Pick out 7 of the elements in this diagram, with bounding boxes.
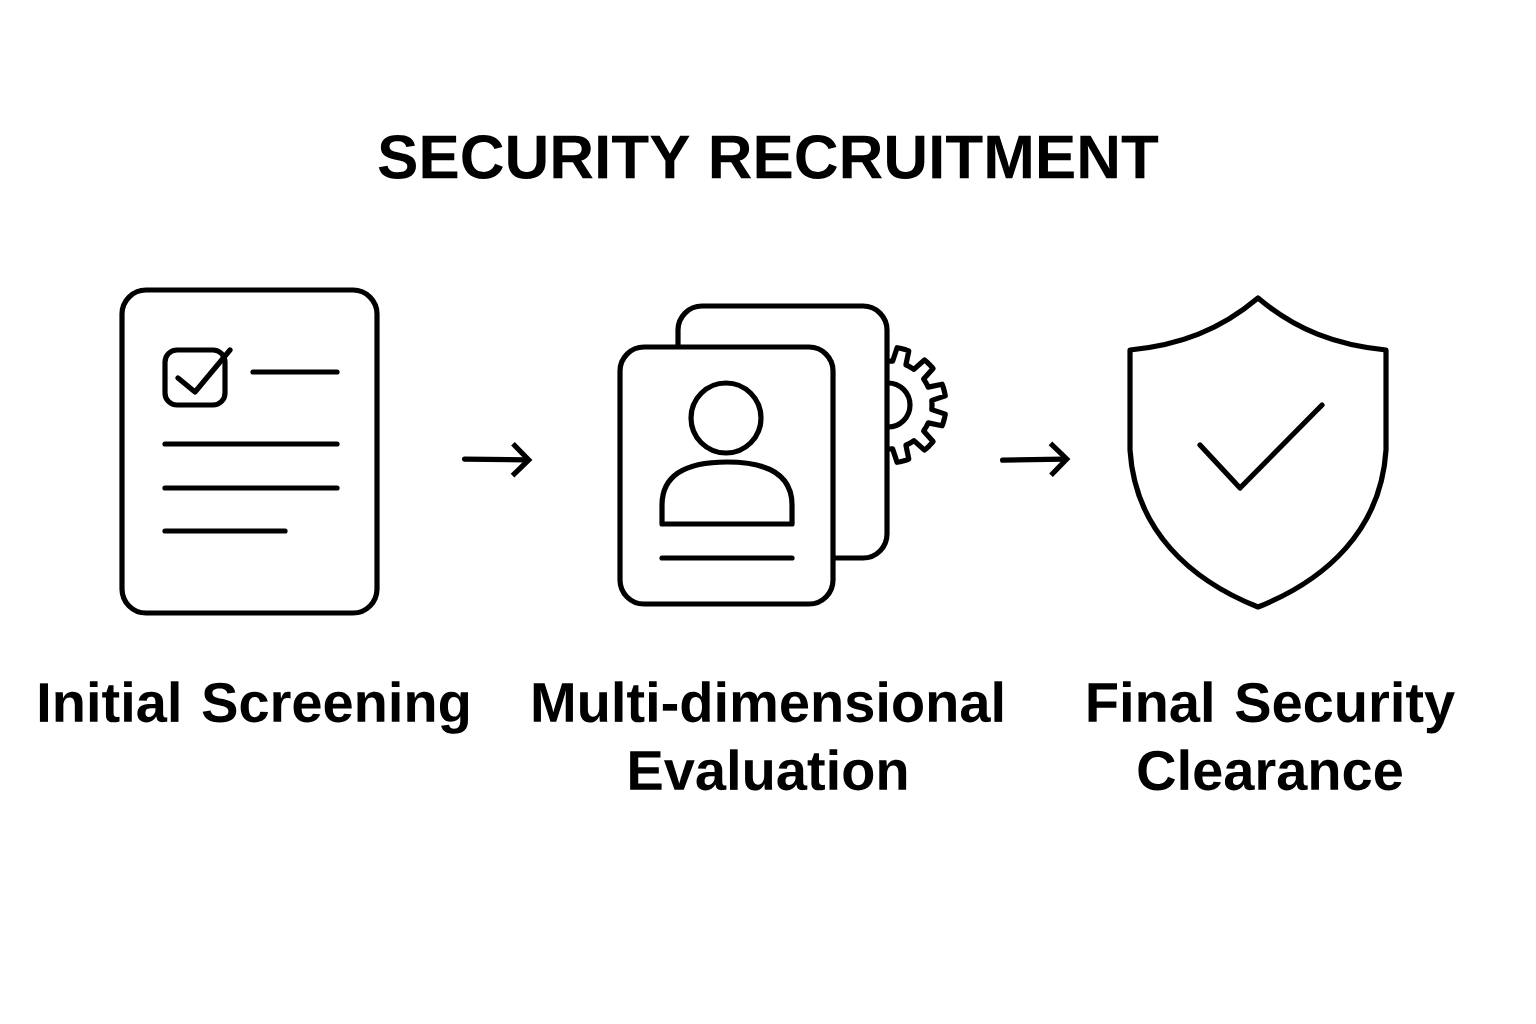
title: SECURITY RECRUITMENT <box>378 135 1159 179</box>
step-caption: Initial Screening <box>39 681 469 734</box>
document-icon <box>119 287 380 616</box>
step-caption: Multi-dimensional Evaluation <box>533 681 1003 791</box>
step-caption: Final Security Clearance <box>1088 681 1455 791</box>
profile-card-icon <box>617 303 948 607</box>
shield-check-icon <box>1127 295 1389 610</box>
